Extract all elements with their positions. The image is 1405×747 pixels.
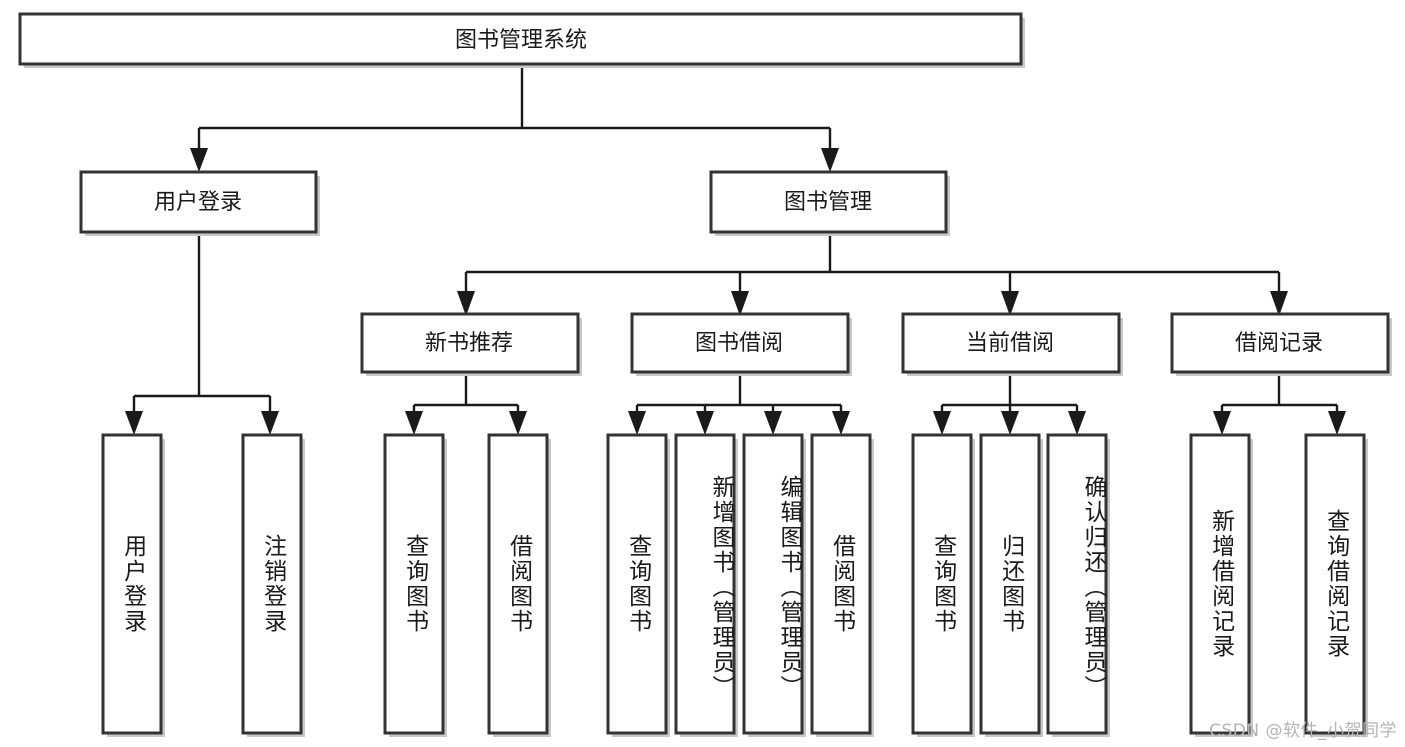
node-leaf-borrow-book-2[interactable] [810,433,874,737]
arrow-to-leaf-query-record [1328,411,1346,435]
new-book-rec-box [360,312,580,374]
node-leaf-logout[interactable] [241,433,305,737]
arrow-to-book-manage [821,148,839,172]
node-book-borrow[interactable]: 图书借阅 [630,312,852,376]
csdn-watermark: CSDN @软件_小贺同学 [1209,721,1397,741]
leaf-query-book-3-box [911,433,973,735]
node-new-book-rec[interactable]: 新书推荐 [360,312,582,376]
book-manage-box [709,170,948,234]
edge-currentborrow-to-busbar [940,374,1079,415]
node-leaf-return-book[interactable] [979,433,1043,737]
node-book-manage[interactable]: 图书管理 [709,170,950,236]
leaf-add-book-box [674,433,736,735]
arrow-to-leaf-user-login [125,411,143,435]
node-layer: 图书管理系统 用户登录 图书管理 新书推荐 [18,12,1392,737]
arrow-to-leaf-add-book [696,411,714,435]
leaf-query-book-2-box [606,433,668,735]
arrow-to-leaf-return-book [1001,411,1019,435]
edge-borrowrecord-to-busbar [1220,374,1339,415]
leaf-borrow-book-1-box [487,433,549,735]
book-borrow-box [630,312,850,374]
current-borrow-box [901,312,1121,374]
node-leaf-query-book-2[interactable] [606,433,670,737]
leaf-query-record-box [1304,433,1366,735]
leaf-edit-book-box [742,433,804,735]
borrow-record-label: 借阅记录 [1235,331,1323,356]
leaf-logout-box [241,433,303,735]
node-leaf-add-record[interactable] [1189,433,1253,737]
current-borrow-label: 当前借阅 [966,331,1054,356]
arrow-to-leaf-confirm-return [1068,411,1086,435]
edge-bookmanage-to-busbar [464,232,1281,295]
edge-bookborrow-to-busbar [635,374,843,415]
node-leaf-query-book-3[interactable] [911,433,975,737]
node-leaf-query-book-1[interactable] [383,433,447,737]
edge-userlogin-to-busbar [132,232,272,415]
edge-layer [125,68,1346,435]
borrow-record-box [1170,312,1390,374]
arrow-to-leaf-logout [261,411,279,435]
node-leaf-edit-book[interactable] [742,433,806,737]
arrow-to-leaf-query-book-1 [405,411,423,435]
arrow-to-borrow-record [1270,291,1288,316]
arrow-to-leaf-query-book-3 [933,411,951,435]
arrow-to-new-book-rec [457,291,475,316]
leaf-borrow-book-2-box [810,433,872,735]
user-login-label: 用户登录 [154,190,242,215]
arrow-to-current-borrow [1001,291,1019,316]
arrow-to-leaf-add-record [1213,411,1231,435]
book-borrow-label: 图书借阅 [695,331,783,356]
arrow-to-leaf-query-book-2 [628,411,646,435]
node-borrow-record[interactable]: 借阅记录 [1170,312,1392,376]
arrow-to-leaf-edit-book [764,411,782,435]
node-user-login[interactable]: 用户登录 [79,170,320,236]
arrow-to-book-borrow [731,291,749,316]
book-manage-label: 图书管理 [784,190,872,215]
arrow-to-leaf-borrow-book-1 [509,411,527,435]
user-login-box [79,170,318,234]
node-leaf-query-record[interactable] [1304,433,1368,737]
node-leaf-add-book[interactable] [674,433,738,737]
new-book-rec-label: 新书推荐 [425,331,513,356]
node-leaf-borrow-book-1[interactable] [487,433,551,737]
leaf-user-login-box [101,433,163,735]
leaf-add-record-box [1189,433,1251,735]
arrow-to-leaf-borrow-book-2 [832,411,850,435]
root-label: 图书管理系统 [455,28,587,53]
node-leaf-user-login[interactable] [101,433,165,737]
leaf-return-book-box [979,433,1041,735]
node-leaf-confirm-return[interactable] [1046,433,1110,737]
node-root[interactable]: 图书管理系统 [18,12,1025,68]
edge-root-to-busbar [197,68,832,152]
leaf-confirm-return-box [1046,433,1108,735]
edge-newbookrec-to-busbar [412,374,520,415]
arrow-to-user-login [190,148,208,172]
node-current-borrow[interactable]: 当前借阅 [901,312,1123,376]
root-box [18,12,1023,66]
leaf-query-book-1-box [383,433,445,735]
